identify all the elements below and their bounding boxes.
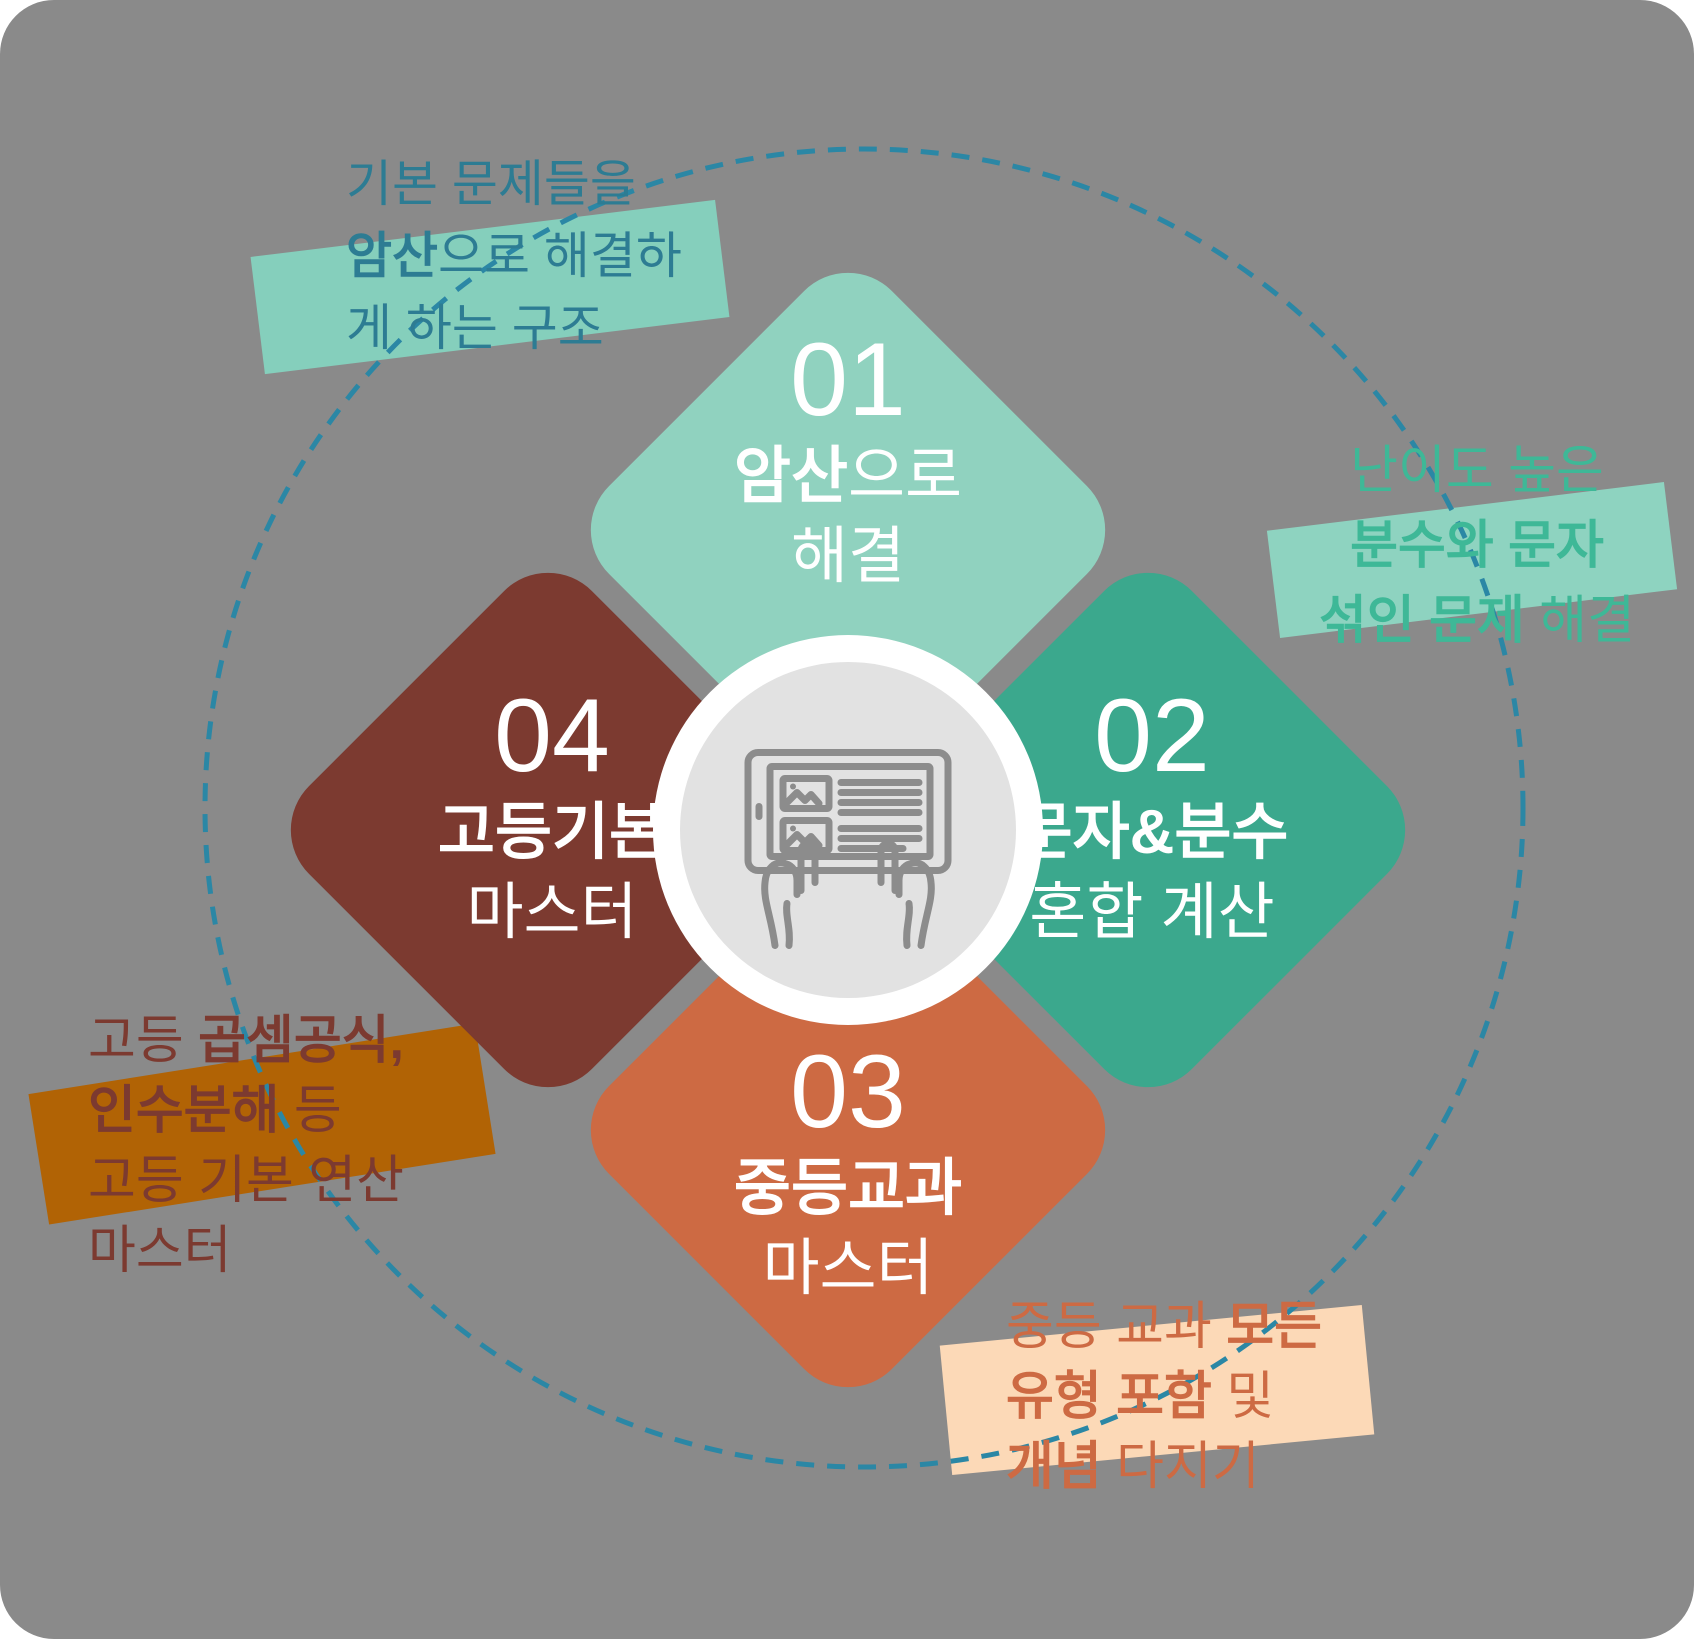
text-line: 마스터 [466, 878, 638, 947]
diamond-03-number: 03 [790, 1034, 906, 1150]
text-line: 해결 [790, 522, 906, 591]
text-line: 게 하는 구조 [346, 300, 604, 356]
text-line: 고등 기본 연산 [88, 1152, 404, 1210]
text-line: 고등기본 [437, 798, 667, 867]
text-line: 난이도 높은 [1350, 442, 1604, 500]
diamond-04-number: 04 [494, 678, 610, 794]
text-line: 문자&분수 [1015, 798, 1289, 867]
diamond-02-number: 02 [1094, 678, 1210, 794]
text-line: 인수분해 등 [88, 1082, 342, 1140]
text-line: 혼합 계산 [1029, 878, 1275, 947]
hands-holding-tablet-icon [723, 701, 973, 956]
text-line: 섞인 문제 해결 [1319, 592, 1635, 650]
text-line: 마스터 [88, 1222, 232, 1280]
text-line: 고등 곱셈공식, [88, 1012, 404, 1070]
text-line: 기본 문제들을 [346, 156, 636, 212]
text-line: 개념 다지기 [1006, 1438, 1260, 1496]
text-line: 마스터 [762, 1234, 934, 1303]
text-line: 중등 교과 모든 [1006, 1298, 1322, 1356]
text-line: 암산으로 해결하 [346, 228, 682, 284]
text-line: 암산으로 [733, 442, 963, 511]
text-line: 중등교과 [733, 1154, 963, 1223]
diamond-01-number: 01 [790, 322, 906, 438]
text-line: 유형 포함 및 [1006, 1368, 1275, 1426]
text-line: 분수와 문자 [1350, 517, 1604, 575]
